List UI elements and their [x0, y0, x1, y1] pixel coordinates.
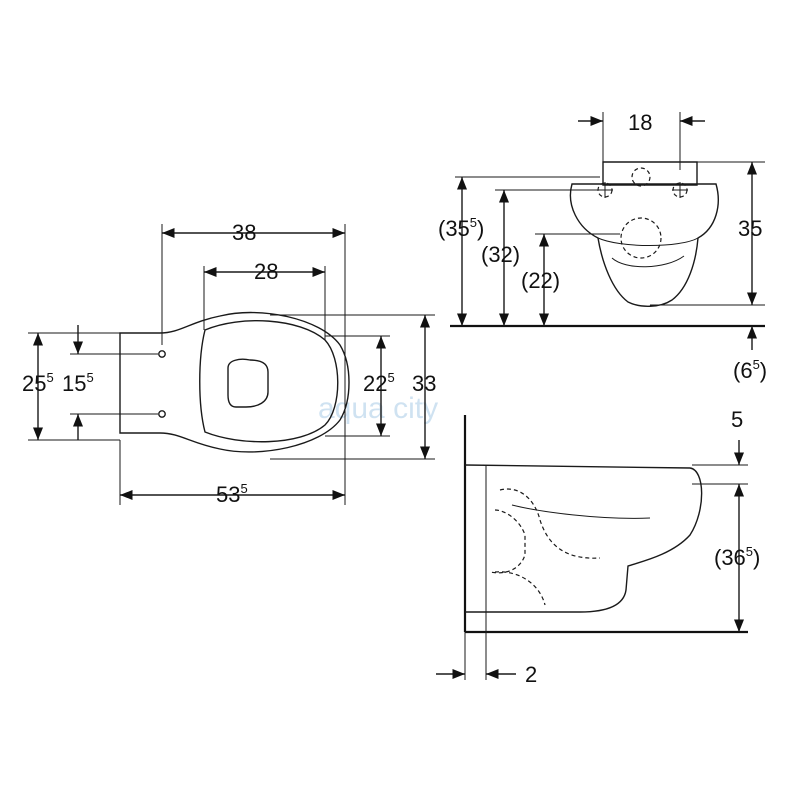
dim-label-32: (32) — [481, 242, 520, 267]
side-view-bowl-outline — [464, 464, 703, 613]
dim-label-28: 28 — [254, 259, 278, 284]
side-view: 5 (365) 2 — [436, 407, 760, 687]
dim-label-36-5: (365) — [714, 544, 760, 570]
dim-label-35: 35 — [738, 216, 762, 241]
dim-label-53-5: 535 — [216, 481, 248, 507]
top-view: 38 28 535 255 155 225 33 — [22, 220, 436, 507]
watermark-logo: aqua city — [318, 392, 438, 425]
dim-label-18: 18 — [628, 110, 652, 135]
dim-label-6-5: (65) — [733, 357, 767, 383]
dim-label-33: 33 — [412, 371, 436, 396]
dim-label-25-5: 255 — [22, 370, 54, 396]
dim-label-38: 38 — [232, 220, 256, 245]
dim-label-22-5: 225 — [363, 370, 395, 396]
dim-label-2: 2 — [525, 662, 537, 687]
dim-label-35-5-paren: (355) — [438, 215, 484, 241]
dim-label-22-paren: (22) — [521, 268, 560, 293]
front-view-bowl-outline — [569, 183, 719, 307]
mounting-hole-upper — [158, 350, 166, 358]
dim-label-15-5: 155 — [62, 370, 94, 396]
mounting-hole-lower — [158, 410, 166, 418]
top-view-seat-opening — [227, 358, 269, 408]
top-view-seat-ring — [199, 319, 339, 443]
top-view-bowl-outline — [119, 311, 350, 453]
dim-label-5: 5 — [731, 407, 743, 432]
front-view: 18 (355) (32) (22) 35 (65) — [438, 110, 767, 383]
